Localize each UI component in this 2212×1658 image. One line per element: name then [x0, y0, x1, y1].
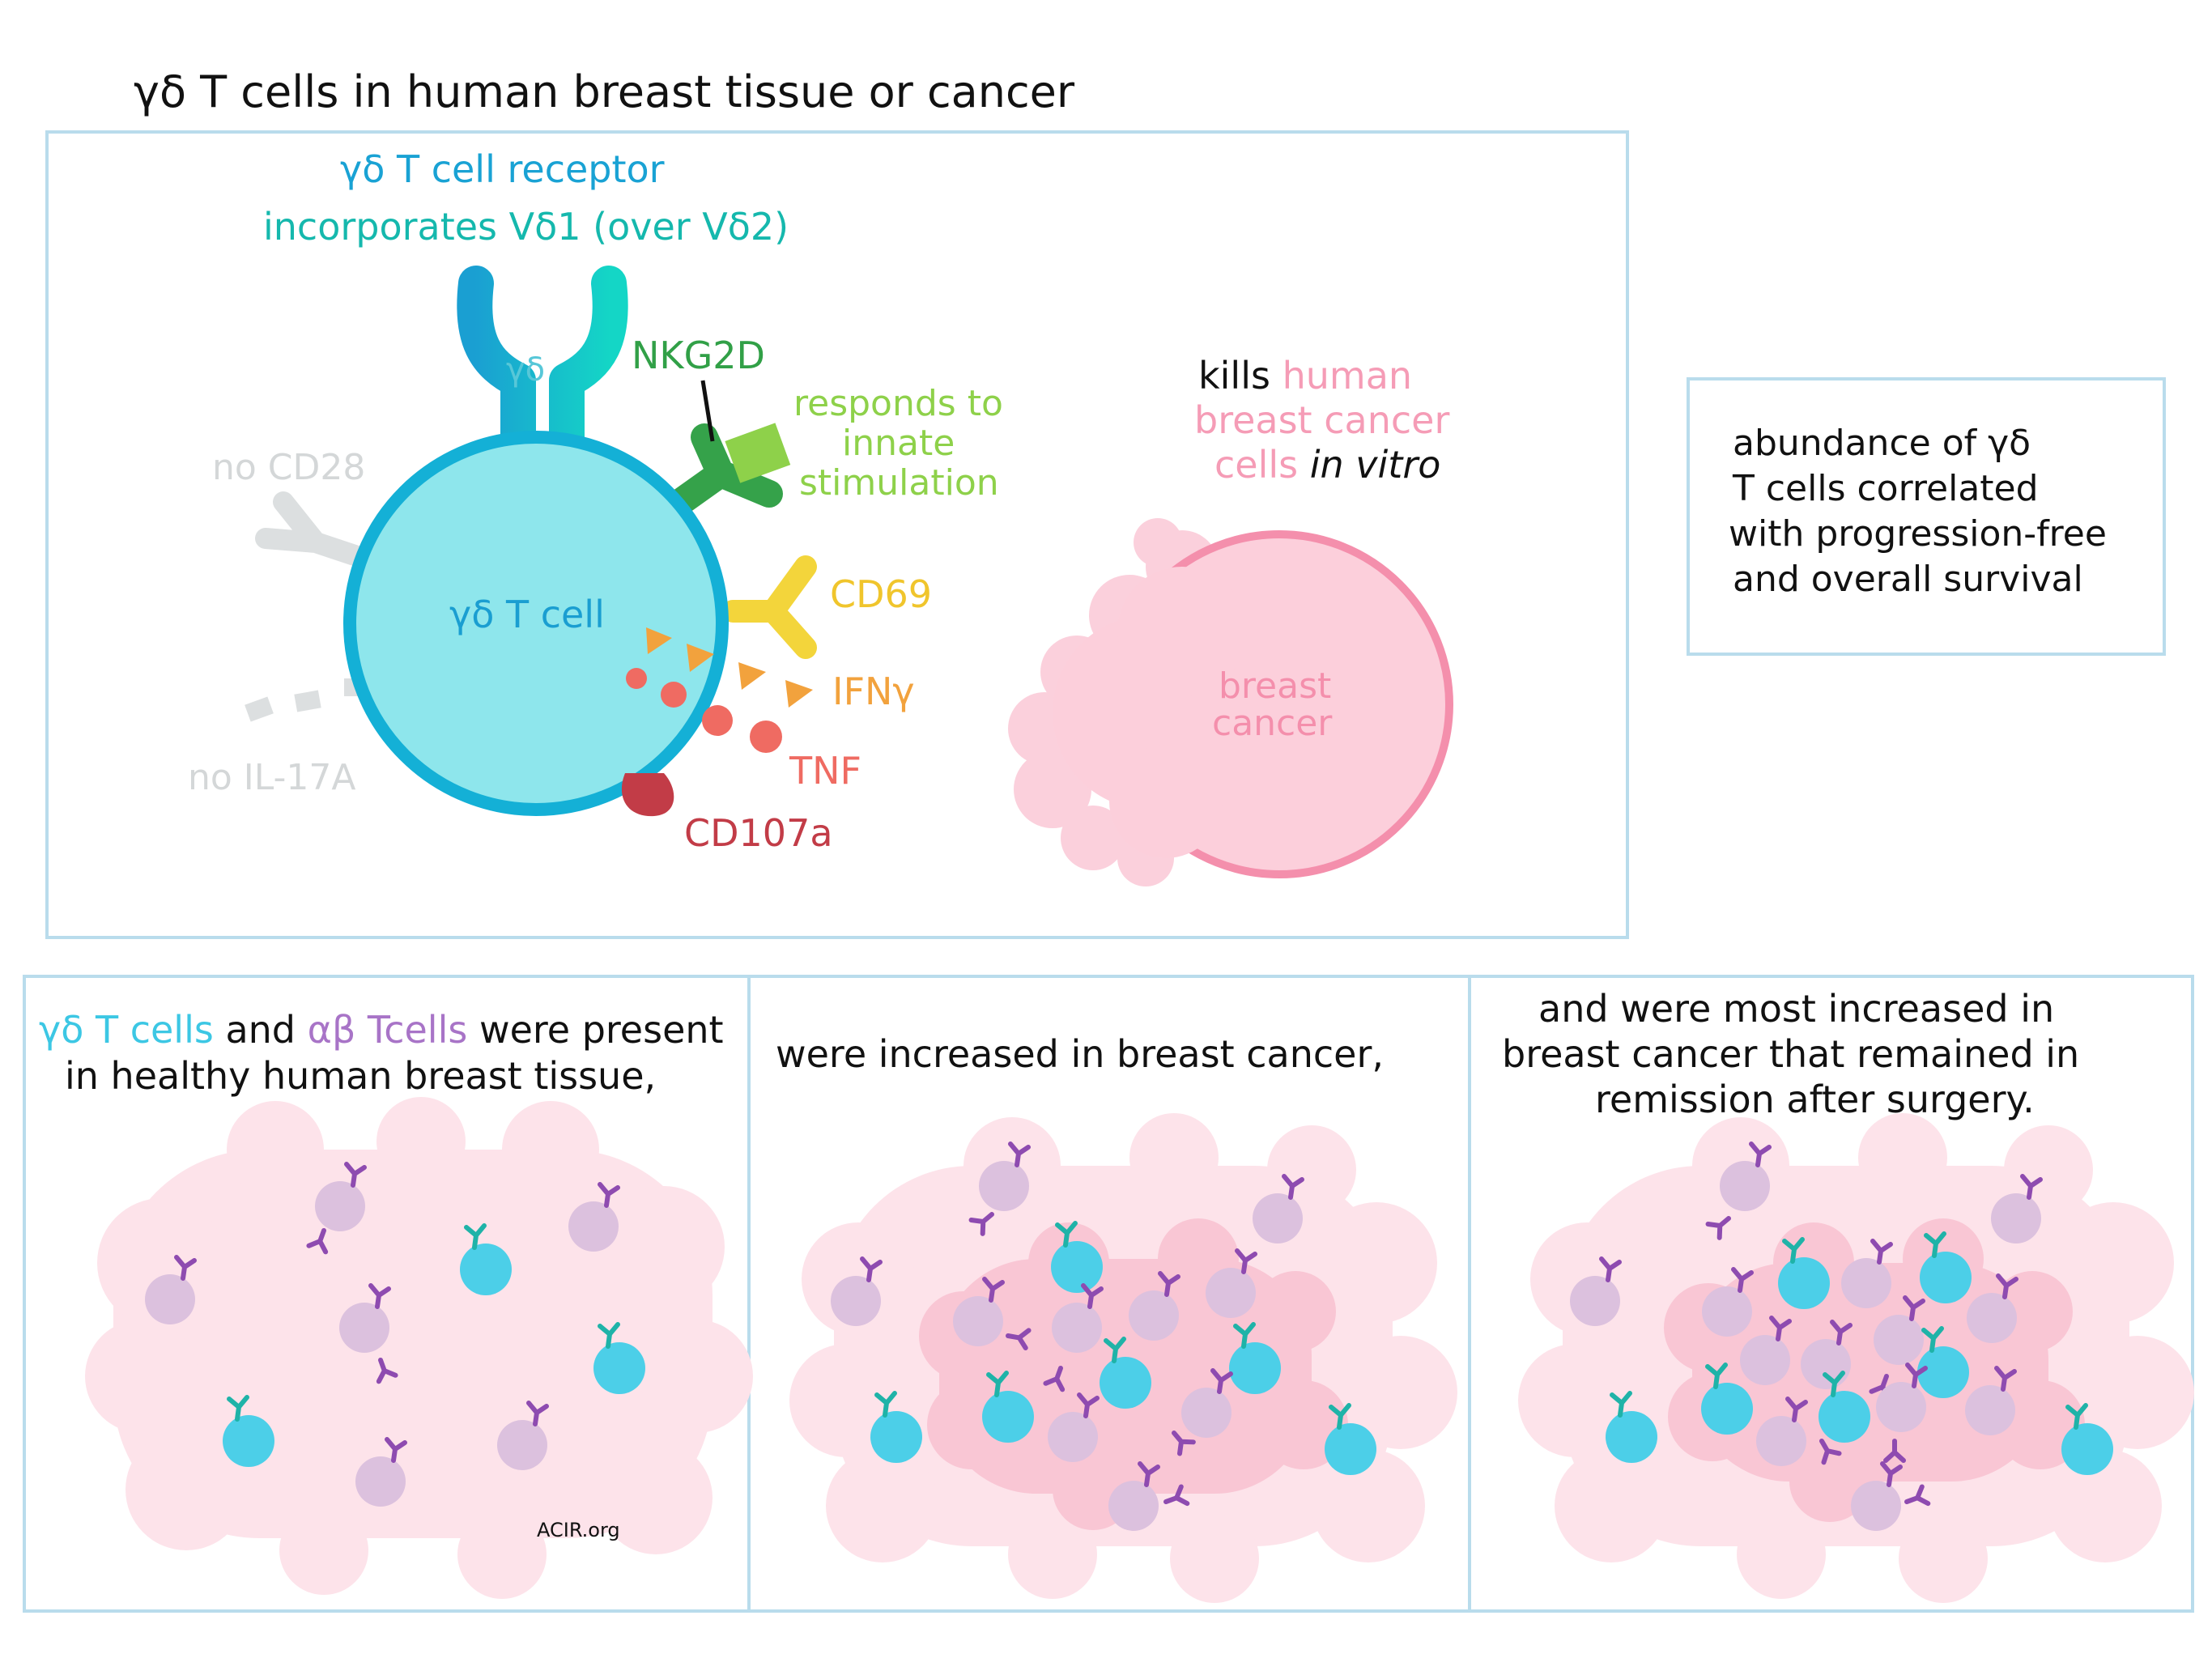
- ifng-label: IFNγ: [832, 670, 915, 713]
- cd28-absent-receptor: [255, 491, 375, 569]
- survival-line4: and overall survival: [1733, 559, 2083, 600]
- survival-line2: T cells correlated: [1732, 468, 2039, 509]
- kills-line1: kills human: [1198, 354, 1412, 397]
- panel3-caption-line2: breast cancer that remained in: [1502, 1032, 2079, 1076]
- top-panel-frame: [45, 130, 1629, 939]
- cd107a-bump: [621, 773, 674, 817]
- panel1-caption-line2: in healthy human breast tissue,: [65, 1054, 656, 1098]
- credit: ACIR.org: [537, 1519, 620, 1541]
- panel1-healthy-tissue: [85, 1097, 753, 1599]
- no-il17a-label: no IL-17A: [188, 757, 355, 798]
- bottom-panels-frame: [23, 975, 2194, 1613]
- nkg2d-label: NKG2D: [632, 334, 765, 377]
- kills-line3: cells in vitro: [1214, 443, 1440, 487]
- cd107a-label: CD107a: [684, 811, 833, 855]
- panel2-caption: were increased in breast cancer,: [776, 1032, 1384, 1076]
- panel3-caption-line1: and were most increased in: [1538, 987, 2054, 1031]
- innate-line1: responds to: [793, 383, 1003, 424]
- cancer-label-line1: breast: [1219, 665, 1331, 707]
- survival-box: [1687, 377, 2166, 656]
- receptor-heading-line1: γδ T cell receptor: [340, 147, 665, 191]
- innate-ligand: [725, 423, 791, 483]
- receptor-inner-label: γδ: [506, 351, 545, 389]
- innate-line2: innate: [842, 423, 955, 464]
- breast-cancer-cell: [1008, 518, 1453, 886]
- panel3-caption-line3: remission after surgery.: [1595, 1078, 2035, 1121]
- figure-title: γδ T cells in human breast tissue or can…: [134, 66, 1075, 117]
- gd-t-cell-receptor: γδ: [457, 266, 628, 467]
- survival-line1: abundance of γδ: [1733, 423, 2031, 464]
- panel1-caption-line1: γδ T cells and αβ Tcells were present: [39, 1008, 724, 1052]
- innate-line3: stimulation: [799, 462, 999, 504]
- gd-t-cell-body: [343, 431, 729, 816]
- kills-line2: breast cancer: [1194, 398, 1449, 442]
- no-cd28-label: no CD28: [212, 447, 365, 488]
- ifng-triangles: [646, 627, 813, 708]
- receptor-heading-line2: incorporates Vδ1 (over Vδ2): [263, 205, 789, 249]
- tnf-label: TNF: [789, 749, 861, 793]
- tnf-dots: [626, 668, 782, 753]
- cancer-label-line2: cancer: [1212, 703, 1333, 744]
- cd69-receptor: [721, 555, 817, 659]
- nkg2d-pointer: [700, 380, 715, 442]
- gd-t-cell-label: γδ T cell: [449, 593, 605, 636]
- survival-line3: with progression-free: [1729, 513, 2107, 555]
- nkg2d-receptor: [665, 423, 783, 517]
- cd69-label: CD69: [830, 572, 932, 616]
